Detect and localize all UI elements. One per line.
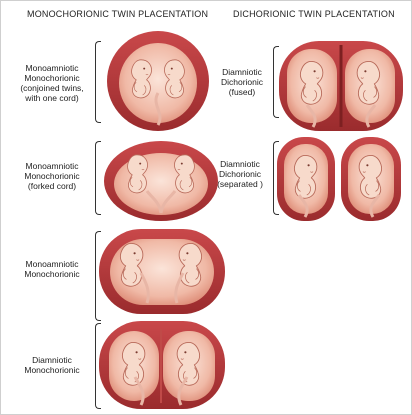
label-monoamniotic-forked-cord: Monoamniotic Monochorionic (forked cord) [24, 161, 80, 191]
bracket-3 [95, 231, 101, 321]
label-dichorionic-fused: Diamniotic Dichorionic (fused) [220, 67, 264, 97]
label-monoamniotic-conjoined: Monoamniotic Monochorionic (conjoined tw… [20, 63, 84, 103]
bracket-6 [273, 141, 279, 215]
label-monoamniotic: Monoamniotic Monochorionic [24, 259, 80, 279]
diagram-conjoined-twins [107, 31, 209, 131]
umbilical-cord-1 [154, 92, 162, 126]
bracket-2 [95, 141, 101, 215]
diagram-monoamniotic-monochorionic [99, 229, 225, 314]
forked-cord-2 [145, 190, 177, 214]
dichorionic-column-title: DICHORIONIC TWIN PLACENTATION [233, 9, 395, 19]
diagram-forked-cord [104, 141, 218, 221]
umbilical-cords-5 [305, 104, 377, 128]
umbilical-cords-6 [297, 194, 381, 218]
label-diamniotic-monochorionic: Diamniotic Monochorionic [24, 355, 80, 375]
umbilical-cords-3 [139, 272, 185, 304]
diagram-dichorionic-fused [279, 41, 403, 131]
label-dichorionic-separated: Diamniotic Dichorionic (separated ) [217, 159, 263, 189]
diagram-diamniotic-monochorionic [99, 321, 225, 409]
umbilical-cords-4 [133, 376, 189, 406]
monochorionic-column-title: MONOCHORIONIC TWIN PLACENTATION [27, 9, 209, 19]
bracket-1 [95, 41, 101, 123]
bracket-4 [95, 323, 101, 409]
diagram-dichorionic-separated [277, 137, 401, 221]
bracket-5 [273, 46, 279, 118]
